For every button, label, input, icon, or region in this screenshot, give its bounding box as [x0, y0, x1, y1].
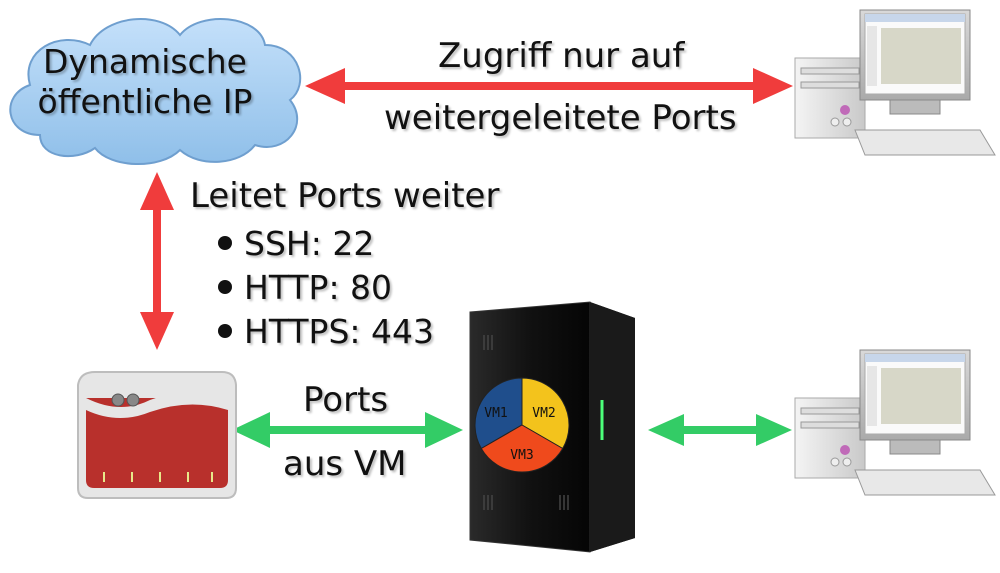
green-arrow-server-pc — [648, 414, 792, 446]
cloud-label-line2: öffentliche IP — [37, 82, 253, 121]
vm3-slice — [480, 424, 564, 473]
router-arrow-label-line1: Ports — [303, 380, 389, 420]
forward-heading: Leitet Ports weiter — [190, 176, 500, 216]
cloud-label-line1: Dynamische — [43, 42, 247, 81]
port-item-label: HTTP: 80 — [244, 268, 393, 307]
router-arrow-label-line2: aus VM — [283, 444, 407, 484]
port-item: HTTPS: 443 — [218, 310, 434, 354]
bullet-icon — [218, 279, 232, 294]
cloud-label: Dynamische öffentliche IP — [25, 42, 265, 122]
port-item-label: SSH: 22 — [244, 224, 375, 263]
top-arrow-label-line2: weitergeleitete Ports — [384, 98, 737, 138]
vm2-label: VM2 — [532, 406, 555, 421]
cloud-icon — [9, 18, 302, 166]
vm1-label: VM1 — [484, 406, 507, 421]
vm2-slice — [521, 377, 570, 450]
top-arrow-label-line1: Zugriff nur auf — [438, 36, 685, 76]
port-item-label: HTTPS: 443 — [244, 312, 434, 351]
vm3-label: VM3 — [510, 448, 533, 463]
green-arrow-router-server — [232, 412, 463, 448]
port-item: SSH: 22 — [218, 222, 434, 266]
desktop-computer-icon-top — [794, 9, 996, 156]
bullet-icon — [218, 235, 232, 250]
red-arrow-vertical — [140, 172, 174, 350]
port-item: HTTP: 80 — [218, 266, 434, 310]
router-icon — [77, 371, 237, 499]
vm1-slice — [474, 377, 523, 450]
vm-pie: VM1 VM2 VM3 — [474, 377, 570, 473]
bullet-icon — [218, 323, 232, 338]
port-list: SSH: 22 HTTP: 80 HTTPS: 443 — [218, 222, 434, 354]
red-arrow-horizontal — [305, 68, 793, 104]
desktop-computer-icon-bottom — [794, 349, 996, 496]
